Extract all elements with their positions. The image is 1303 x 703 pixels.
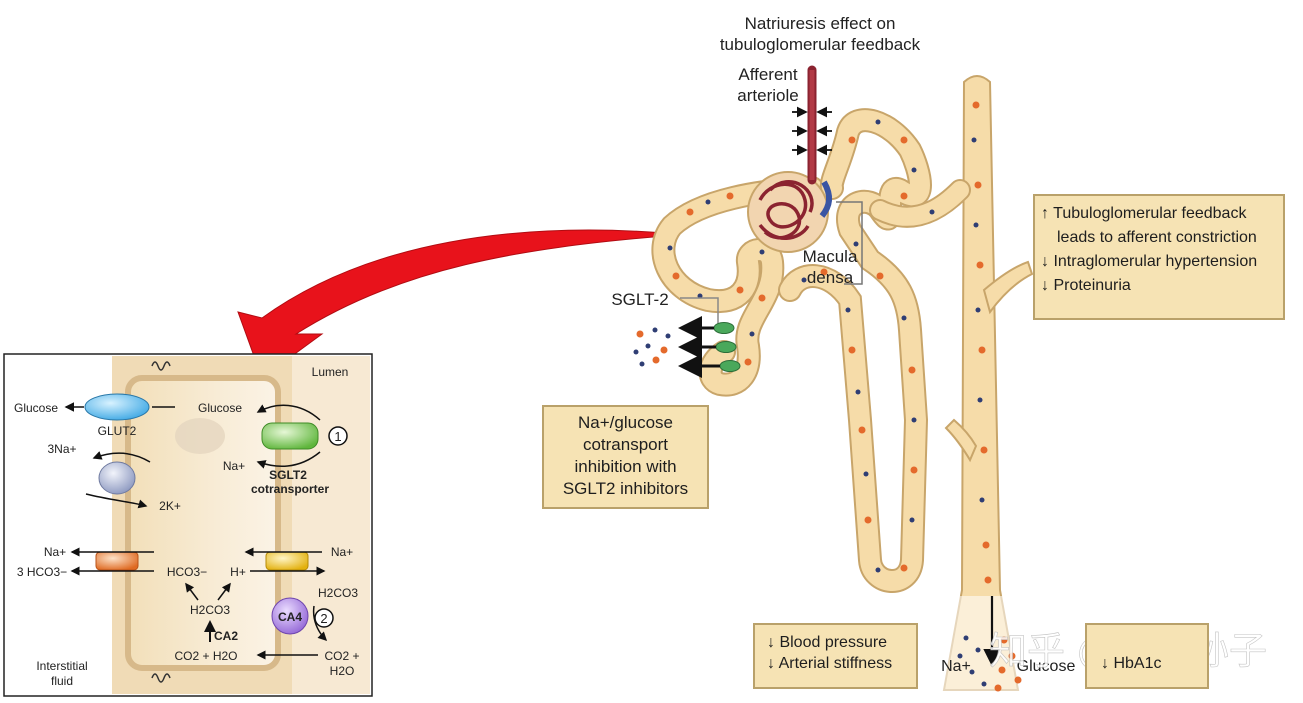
sglt2-cotransporter-label-1: SGLT2 xyxy=(269,468,307,482)
step-2-badge xyxy=(314,608,334,628)
na-k-pump xyxy=(98,461,136,495)
step-2-number: 2 xyxy=(320,611,327,626)
urine-output-dots xyxy=(957,596,1022,692)
hba1c-label: HbA1c xyxy=(1113,655,1162,672)
h2co3-right-label: H2CO3 xyxy=(318,586,358,600)
ca4-label: CA4 xyxy=(278,610,302,624)
sglt2-transporters xyxy=(633,297,741,378)
cell-panel xyxy=(3,353,373,697)
glucose-lumen-label: Glucose xyxy=(198,401,242,415)
lumen-label: Lumen xyxy=(312,365,349,379)
afferent-label-line-2: arteriole xyxy=(737,86,798,105)
h-plus-label: H+ xyxy=(230,565,246,579)
title-line-1: Natriuresis effect on xyxy=(745,14,896,33)
inhibition-line-3: inhibition with xyxy=(574,457,677,476)
down-arrow-icon: ↓ xyxy=(1041,277,1049,294)
up-arrow-icon: ↑ xyxy=(1041,205,1049,222)
macula-label-line-2: densa xyxy=(807,268,854,287)
afferent-label-line-1: Afferent xyxy=(738,65,798,84)
urine-glucose-label: Glucose xyxy=(1017,658,1076,675)
glomerulus xyxy=(747,65,832,253)
co2-right-label-1: CO2 + xyxy=(324,649,359,663)
glut2-transporter xyxy=(84,393,150,421)
three-hco3-label: 3 HCO3− xyxy=(17,565,67,579)
ca2-label: CA2 xyxy=(214,629,238,643)
na-in-label: Na+ xyxy=(331,545,353,559)
blood-pressure-box: ↓ Blood pressure ↓ Arterial stiffness xyxy=(753,623,918,689)
bp-line-2: Arterial stiffness xyxy=(778,655,893,672)
collecting-duct xyxy=(940,75,1034,696)
two-k-label: 2K+ xyxy=(159,499,181,513)
glucose-out-label: Glucose xyxy=(14,401,58,415)
interstitial-label-1: Interstitial xyxy=(36,659,87,673)
na-hco3-cotransporter xyxy=(95,551,139,571)
glycemia-box: ↓ HbA1c xyxy=(1085,623,1209,689)
co2-right-label-2: H2O xyxy=(330,664,355,678)
ca4-enzyme xyxy=(271,597,309,635)
afferent-constriction-arrows xyxy=(792,106,832,156)
sglt2-label: SGLT-2 xyxy=(611,290,668,309)
na-h-exchanger xyxy=(265,551,309,571)
inhibition-line-4: SGLT2 inhibitors xyxy=(562,479,689,498)
macula-densa-pointer xyxy=(836,201,863,285)
effects-line-2: leads to afferent constriction xyxy=(1057,229,1257,246)
three-na-label: 3Na+ xyxy=(47,442,76,456)
down-arrow-icon: ↓ xyxy=(1041,253,1049,270)
na-out-label: Na+ xyxy=(44,545,66,559)
effects-line-4: Proteinuria xyxy=(1053,277,1131,294)
inhibition-box: Na+/glucose cotransport inhibition with … xyxy=(542,405,709,509)
down-arrow-icon: ↓ xyxy=(1101,655,1109,672)
down-arrow-icon: ↓ xyxy=(767,655,775,672)
step-1-number: 1 xyxy=(334,429,341,444)
title-line-2: tubuloglomerular feedback xyxy=(720,35,921,54)
sglt2-cotransporter xyxy=(261,422,319,450)
sglt-na-label: Na+ xyxy=(223,459,245,473)
inhibition-line-2: cotransport xyxy=(582,435,669,454)
co2-h2o-left-label: CO2 + H2O xyxy=(174,649,237,663)
macula-label-line-1: Macula xyxy=(803,247,858,266)
effects-box: ↑ Tubuloglomerular feedback leads to aff… xyxy=(1033,194,1285,320)
h2co3-left-label: H2CO3 xyxy=(190,603,230,617)
sglt2-cotransporter-label-2: cotransporter xyxy=(251,482,329,496)
glut2-label: GLUT2 xyxy=(98,424,137,438)
effects-line-1: Tubuloglomerular feedback xyxy=(1053,205,1247,222)
down-arrow-icon: ↓ xyxy=(767,634,775,651)
urine-na-label: Na+ xyxy=(941,658,971,675)
interstitial-label-2: fluid xyxy=(51,674,73,688)
hco3-label: HCO3− xyxy=(167,565,207,579)
step-1-badge xyxy=(328,426,348,446)
effects-line-3: Intraglomerular hypertension xyxy=(1053,253,1258,270)
bp-line-1: Blood pressure xyxy=(779,634,888,651)
inhibition-line-1: Na+/glucose xyxy=(578,413,673,432)
tubule-dots xyxy=(667,101,992,584)
